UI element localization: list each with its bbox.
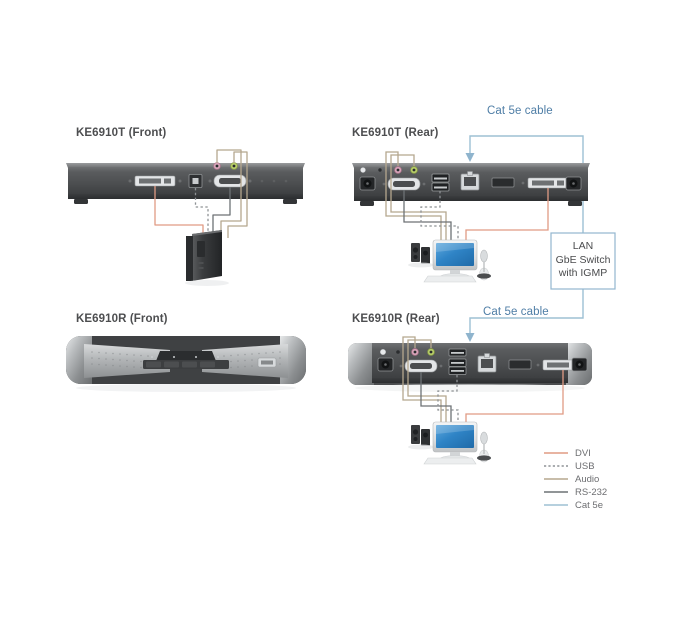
device-label-ke6910r-front: KE6910R (Front) [76,313,168,325]
device-ke6910r-front [66,336,306,392]
arrow-down-t [465,153,475,162]
peripheral-deskset-top [408,239,491,283]
port-slot-rrear [508,359,532,370]
port-usb-type-a-trear [431,173,450,192]
device-label-ke6910t-rear: KE6910T (Rear) [352,127,439,139]
port-audio-mic-front [213,162,221,170]
led-power-trear [360,167,366,173]
legend-label-cat5e: Cat 5e [575,500,603,511]
port-audio-mic-trear [394,166,402,174]
cat5e-link-r [469,288,584,340]
port-slot-trear [491,177,515,188]
legend-label-audio: Audio [575,474,600,485]
led-power-rrear [379,348,387,356]
port-rs232-db9-front [208,174,252,188]
legend-label-dvi: DVI [575,448,591,459]
led-link-rrear [396,350,400,354]
peripheral-pc-tower [185,230,229,286]
port-power-left-rrear [377,357,394,372]
legend-label-rs232: RS-232 [575,487,608,498]
cables-rrear-to-desk-bottom [402,336,564,425]
lan-switch-line2: GbE Switch [555,253,611,266]
cat5e-cable-label-top: Cat 5e cable [487,105,553,117]
port-rj45-lan-trear [460,171,480,191]
port-power-right-trear [565,176,582,191]
peripheral-deskset-bottom [408,421,491,465]
lan-switch-line3: with IGMP [558,267,608,279]
port-dvi-in-front [128,175,182,187]
port-audio-line-front [230,162,238,170]
lan-switch-label: LAN GbE Switch with IGMP [551,240,615,281]
port-audio-line-trear [410,166,418,174]
device-ke6910t-front [66,162,305,204]
port-usb-type-b-front [188,174,203,188]
arrow-down-r [465,333,475,342]
lan-switch-box [550,232,616,290]
port-usb-type-a-rrear [448,348,467,375]
device-label-ke6910t-front: KE6910T (Front) [76,127,167,139]
cat5e-arrowheads [465,153,475,342]
port-audio-mic-rrear [411,348,419,356]
cat5e-cable-label-bottom: Cat 5e cable [483,306,549,318]
cables-trear-to-desk-top [385,151,549,243]
cables-tfront-to-pc [154,149,248,238]
port-rj45-lan-rrear [477,353,497,373]
device-ke6910t-rear [352,163,590,206]
legend-label-usb: USB [575,461,595,472]
lan-switch-line1: LAN [572,240,594,252]
port-audio-line-rrear [427,348,435,356]
port-power-left-trear [359,176,376,191]
led-link-trear [378,168,382,172]
port-power-right-rrear [571,357,588,372]
device-label-ke6910r-rear: KE6910R (Rear) [352,313,440,325]
legend-swatches [544,452,568,506]
device-ke6910r-rear [348,343,592,392]
